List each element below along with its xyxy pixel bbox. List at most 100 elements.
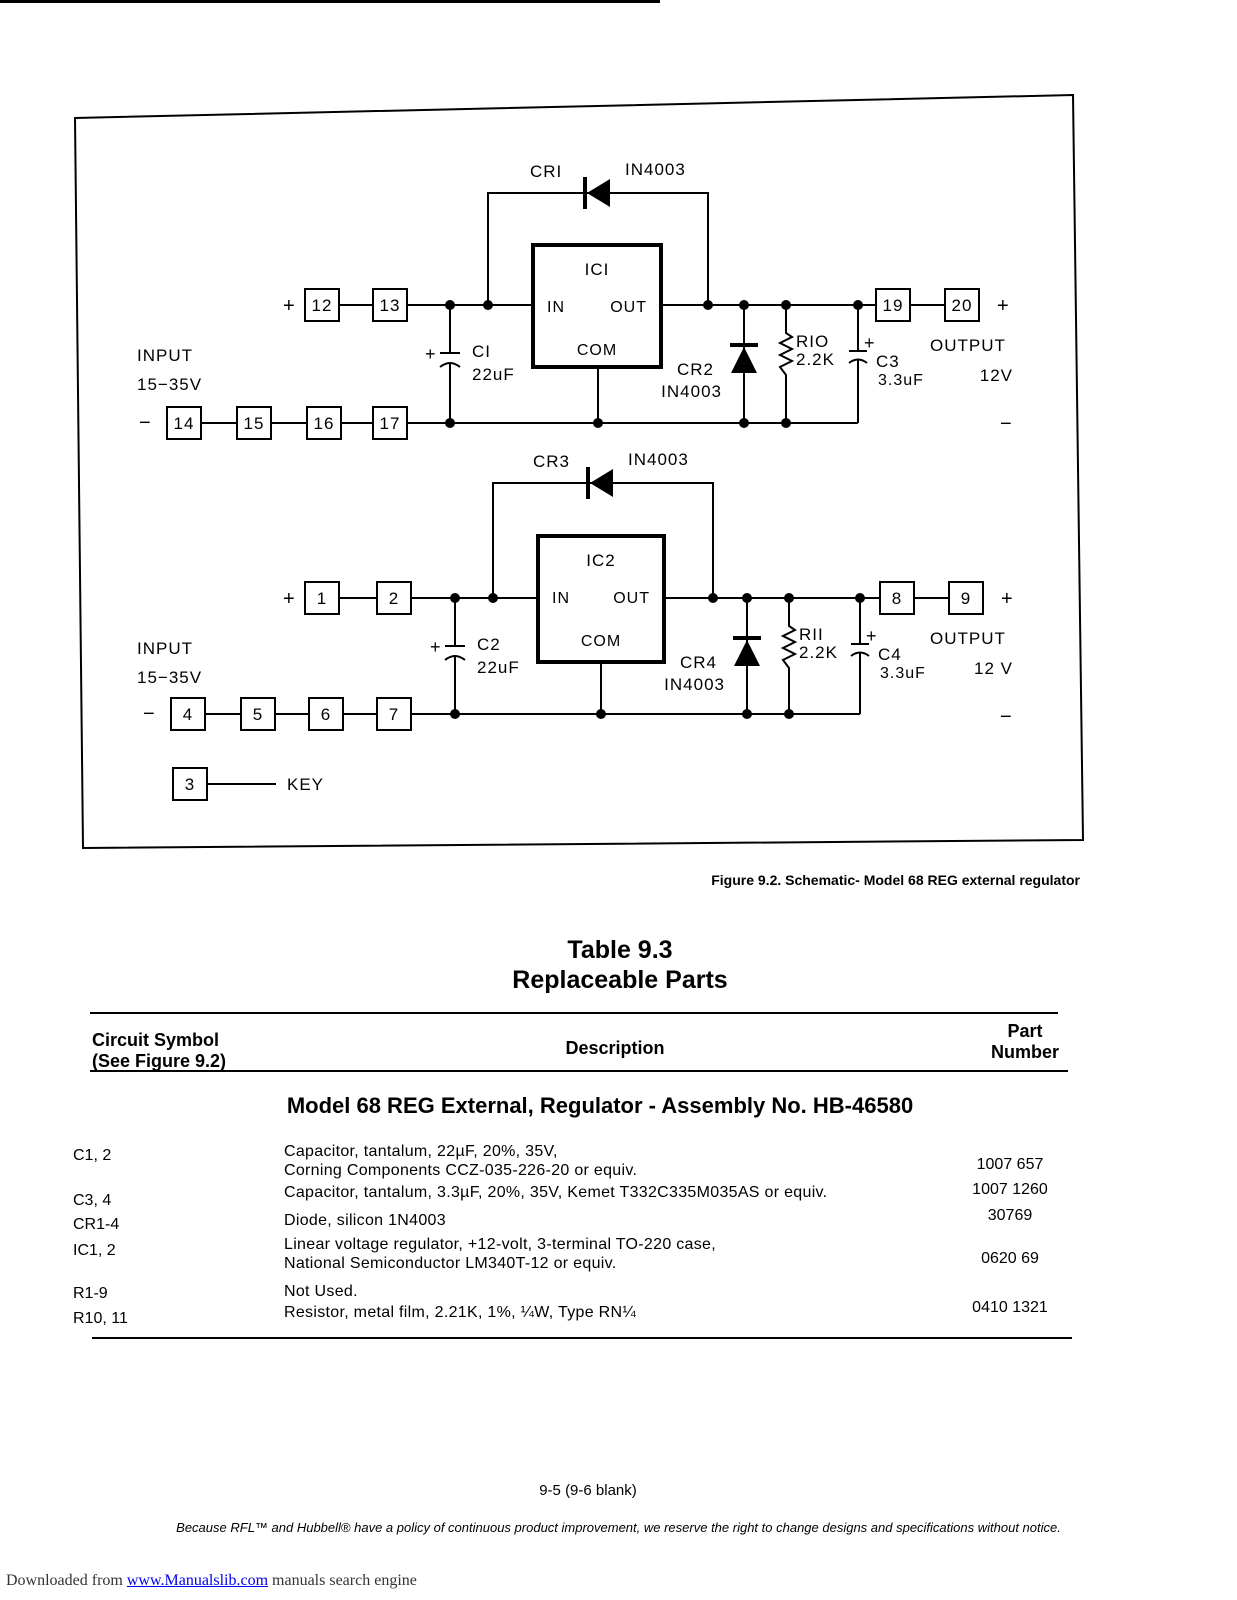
terminal-label: 19 — [883, 296, 904, 315]
input-plus-sign: + — [283, 588, 296, 610]
description-line: Corning Components CCZ-035-226-20 or equ… — [284, 1162, 638, 1179]
description-line: Linear voltage regulator, +12-volt, 3-te… — [284, 1236, 717, 1253]
terminal-label: 17 — [380, 414, 401, 433]
terminal-label: 16 — [314, 414, 335, 433]
table-row-symbol: C1, 2 — [73, 1147, 112, 1164]
terminal-box — [875, 288, 911, 322]
terminal-box — [879, 581, 915, 615]
terminal-box — [372, 406, 408, 440]
terminal-label: 4 — [183, 705, 193, 724]
terminal-label: 12 — [312, 296, 333, 315]
table-title: Table 9.3 — [567, 936, 673, 964]
cap-in-label: CI — [472, 342, 491, 361]
table-row-part-number: 0410 1321 — [972, 1299, 1048, 1316]
ic-pin-out: OUT — [613, 590, 650, 607]
output-label: OUTPUT — [930, 336, 1006, 355]
manualslib-link[interactable]: www.Manualslib.com — [126, 1572, 269, 1589]
description-line: Capacitor, tantalum, 22µF, 20%, 35V, — [284, 1143, 558, 1160]
description-line: National Semiconductor LM340T-12 or equi… — [284, 1255, 617, 1272]
table-row-description: Capacitor, tantalum, 3.3µF, 20%, 35V, Ke… — [284, 1184, 828, 1201]
table-row-part-number: 1007 657 — [976, 1156, 1044, 1173]
output-minus-sign: − — [1000, 413, 1013, 435]
output-plus-sign: + — [1001, 588, 1014, 610]
terminal-label: 6 — [321, 705, 331, 724]
table-row-symbol: C3, 4 — [73, 1192, 112, 1209]
terminal-box — [166, 406, 202, 440]
table-row-description: Capacitor, tantalum, 22µF, 20%, 35V, Cor… — [284, 1142, 637, 1180]
download-footer: Downloaded from www.Manualslib.com manua… — [6, 1572, 417, 1590]
figure-border — [73, 93, 1085, 850]
ic-pin-in: IN — [547, 299, 565, 316]
diode-icon — [587, 179, 610, 207]
terminal-label: 15 — [244, 414, 265, 433]
input-minus-sign: − — [143, 703, 156, 725]
output-minus-sign: − — [1000, 706, 1013, 728]
resistor-zigzag — [777, 305, 795, 423]
resistor-label: RII — [799, 625, 824, 644]
output-plus-sign: + — [997, 295, 1010, 317]
resistor-value: 2.2K — [799, 643, 838, 662]
junction-dot — [703, 300, 713, 310]
terminal-label: 2 — [389, 589, 399, 608]
shunt-diode-icon — [734, 640, 760, 666]
cap-in-value: 22uF — [472, 365, 515, 384]
page-number: 9-5 (9-6 blank) — [539, 1482, 637, 1499]
resistor-label: RIO — [796, 332, 829, 351]
terminal-label: 13 — [380, 296, 401, 315]
cap-in-value: 22uF — [477, 658, 520, 677]
diode-part-label: IN4003 — [628, 450, 689, 469]
table-row-symbol: R1-9 — [73, 1285, 108, 1302]
top-rule — [0, 0, 660, 3]
ic-pin-out: OUT — [610, 299, 647, 316]
figure-caption: Figure 9.2. Schematic- Model 68 REG exte… — [711, 872, 1080, 888]
column-header-symbol-line1: Circuit Symbol — [92, 1030, 220, 1050]
shunt-diode-part: IN4003 — [661, 382, 722, 401]
terminal-label: 20 — [952, 296, 973, 315]
column-header-part-line1: Part — [1007, 1021, 1043, 1041]
terminal-box — [170, 697, 206, 731]
shunt-diode-label: CR2 — [677, 360, 714, 379]
ic-pin-in: IN — [552, 590, 570, 607]
cap-out-plus-sign: + — [864, 333, 876, 353]
terminal-box — [372, 288, 408, 322]
terminal-label: 7 — [389, 705, 399, 724]
cap-out-value: 3.3uF — [878, 372, 924, 389]
cap-out-value: 3.3uF — [880, 665, 926, 682]
input-range-label: 15−35V — [137, 375, 202, 394]
cap-in-label: C2 — [477, 635, 501, 654]
terminal-box — [376, 697, 412, 731]
terminal-label: 14 — [174, 414, 195, 433]
resistor-zigzag — [780, 598, 798, 714]
ic-pin-com: COM — [581, 633, 621, 650]
junction-dot — [708, 593, 718, 603]
input-label: INPUT — [137, 346, 193, 365]
column-header-circuit-symbol: Circuit Symbol (See Figure 9.2) — [92, 1030, 226, 1072]
cap-plus-sign: + — [425, 344, 437, 364]
table-row-description: Linear voltage regulator, +12-volt, 3-te… — [284, 1235, 716, 1273]
column-header-part-number: Part Number — [970, 1021, 1080, 1063]
table-header-rule — [90, 1070, 1068, 1072]
ic-label: IC2 — [586, 551, 615, 570]
shunt-diode-icon — [731, 347, 757, 373]
cap-out-label: C4 — [878, 645, 902, 664]
table-row-description: Diode, silicon 1N4003 — [284, 1212, 446, 1229]
table-subtitle: Replaceable Parts — [512, 966, 728, 994]
terminal-label: 8 — [892, 589, 902, 608]
terminal-label: 3 — [185, 775, 195, 794]
shunt-diode-label: CR4 — [680, 653, 717, 672]
column-header-symbol-line2: (See Figure 9.2) — [92, 1051, 227, 1071]
output-label: OUTPUT — [930, 629, 1006, 648]
table-top-rule — [90, 1012, 1058, 1014]
table-row-symbol: IC1, 2 — [73, 1242, 116, 1259]
ic-pin-com: COM — [577, 342, 617, 359]
cap-plus-sign: + — [430, 637, 442, 657]
table-row-symbol: R10, 11 — [73, 1310, 128, 1327]
terminal-label: 5 — [253, 705, 263, 724]
input-minus-sign: − — [139, 412, 152, 434]
diode-label: CRI — [530, 162, 562, 181]
table-row-symbol: CR1-4 — [73, 1216, 120, 1233]
footer-prefix: Downloaded from — [6, 1572, 127, 1589]
junction-dot — [483, 300, 493, 310]
table-row-part-number: 1007 1260 — [972, 1181, 1048, 1198]
